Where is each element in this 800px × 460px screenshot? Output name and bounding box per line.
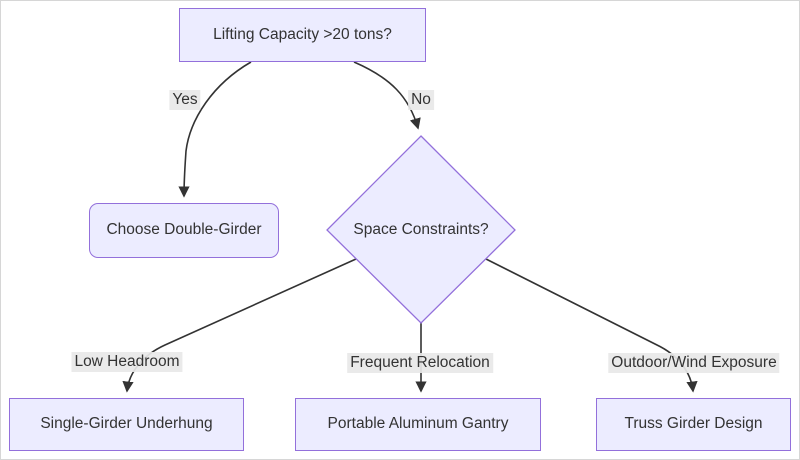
edge-label-low-headroom: Low Headroom — [71, 352, 183, 372]
node-space-constraints-shape — [326, 135, 516, 324]
node-portable-aluminum-gantry: Portable Aluminum Gantry — [295, 398, 541, 451]
node-truss-girder-design-label: Truss Girder Design — [624, 415, 763, 433]
node-choose-double-girder-label: Choose Double-Girder — [106, 221, 262, 239]
edge-no-line — [353, 61, 421, 130]
node-space-constraints-text: Space Constraints? — [353, 221, 489, 238]
edge-label-yes: Yes — [169, 90, 201, 110]
edge-label-frequent-relocation: Frequent Relocation — [347, 353, 493, 373]
node-portable-aluminum-gantry-label: Portable Aluminum Gantry — [327, 415, 509, 433]
node-lifting-capacity-label: Lifting Capacity >20 tons? — [213, 25, 392, 43]
node-choose-double-girder: Choose Double-Girder — [89, 203, 279, 258]
edge-label-no: No — [408, 90, 434, 110]
node-space-constraints-label: Space Constraints? — [331, 212, 511, 248]
node-truss-girder-design: Truss Girder Design — [596, 398, 791, 451]
node-single-girder-underhung: Single-Girder Underhung — [9, 398, 244, 451]
edge-yes-line — [178, 61, 252, 198]
node-lifting-capacity: Lifting Capacity >20 tons? — [179, 8, 426, 62]
edge-label-outdoor-wind-exposure: Outdoor/Wind Exposure — [608, 353, 780, 373]
node-single-girder-underhung-label: Single-Girder Underhung — [40, 415, 213, 433]
